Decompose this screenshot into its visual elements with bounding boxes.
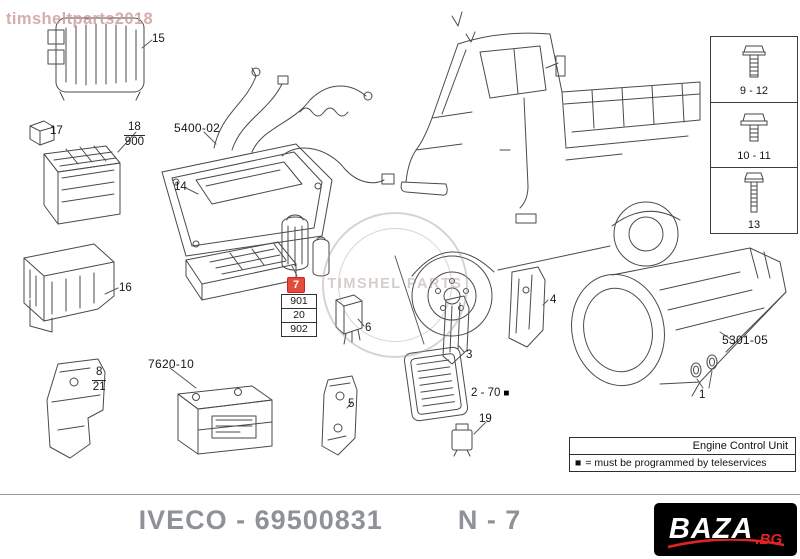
ecu-module-2 — [403, 346, 469, 422]
battery-tray-16 — [23, 243, 115, 333]
footer-divider — [0, 494, 800, 495]
callout-8: 8 — [92, 366, 107, 381]
bolt-icon — [742, 45, 766, 78]
fastener-label-10-11: 10 - 11 — [737, 149, 771, 162]
legend-note-text: = must be programmed by teleservices — [585, 457, 767, 469]
logo-swoosh-icon — [667, 539, 785, 549]
callout-7-highlight: 7 — [287, 277, 306, 293]
callout-16: 16 — [119, 282, 132, 294]
footer-caption: IVECO - 69500831 N - 7 — [0, 505, 660, 536]
callout-21: 21 — [92, 380, 106, 393]
callout-18: 18 — [124, 121, 145, 136]
fastener-label-9-12: 9 - 12 — [739, 84, 769, 97]
filter-canisters — [281, 214, 330, 277]
callout-14: 14 — [174, 181, 187, 193]
callout-900: 900 — [124, 135, 144, 148]
bracket-8 — [46, 358, 106, 459]
callout-18-900: 18 900 — [124, 121, 145, 150]
callout-19: 19 — [479, 413, 492, 425]
callout-15: 15 — [152, 33, 165, 45]
truck-illustration — [400, 11, 701, 337]
bolt-icon — [740, 113, 768, 141]
callout-1: 1 — [699, 389, 706, 401]
wiring-harness — [213, 67, 395, 185]
footer-page-ref: N - 7 — [457, 505, 522, 535]
callout-3: 3 — [466, 349, 473, 361]
legend-note: ■ = must be programmed by teleservices — [570, 455, 795, 471]
assembly-5301-05: 5301-05 — [722, 333, 769, 347]
footer-part-number: IVECO - 69500831 — [138, 505, 383, 535]
leader-lines — [104, 39, 733, 435]
watermark-corner-text: timsheltparts2018 — [6, 10, 154, 28]
bolt-icon — [744, 172, 764, 213]
legend-title: Engine Control Unit — [570, 438, 795, 455]
assembly-5400-02: 5400-02 — [174, 121, 221, 135]
callout-4: 4 — [550, 294, 557, 306]
fastener-panel: 9 - 12 10 - 11 1 — [710, 36, 798, 234]
relay-17 — [29, 120, 55, 146]
baza-bg-logo[interactable]: BAZA .BG — [654, 503, 797, 556]
legend-box: Engine Control Unit ■ = must be programm… — [569, 437, 796, 472]
programmed-square-icon: ■ — [575, 457, 582, 469]
fuse-holder — [185, 241, 297, 301]
programmed-square-icon: ■ — [503, 388, 510, 399]
battery-7620 — [177, 385, 273, 455]
fuse-box-18 — [43, 145, 121, 225]
fastener-cell-10-11: 10 - 11 — [711, 103, 797, 169]
fuse-box-cover-15 — [47, 17, 145, 101]
callout-20: 20 — [282, 309, 316, 323]
callout-table-901-20-902: 901 20 902 — [281, 294, 317, 337]
bracket-4 — [508, 266, 546, 348]
fastener-label-13: 13 — [747, 219, 761, 232]
control-module-14 — [161, 143, 333, 257]
relay-6 — [335, 294, 363, 345]
bracket-3 — [442, 295, 470, 365]
bracket-5 — [321, 375, 358, 456]
callout-17: 17 — [50, 125, 63, 137]
callout-2-70-text: 2 - 70 — [471, 387, 501, 399]
assembly-7620-10: 7620-10 — [148, 357, 195, 371]
transmission-5301 — [571, 247, 787, 397]
callout-902: 902 — [290, 323, 308, 335]
callout-901: 901 — [282, 295, 316, 309]
callout-2-70: 2 - 70■ — [471, 387, 509, 399]
fuse-19 — [451, 423, 473, 457]
diagram-line-art — [23, 11, 787, 459]
callout-8-21: 8 21 — [92, 366, 107, 395]
callout-5: 5 — [348, 398, 355, 410]
fastener-cell-13: 13 — [711, 168, 797, 233]
fastener-cell-9-12: 9 - 12 — [711, 37, 797, 103]
callout-6: 6 — [365, 322, 372, 334]
